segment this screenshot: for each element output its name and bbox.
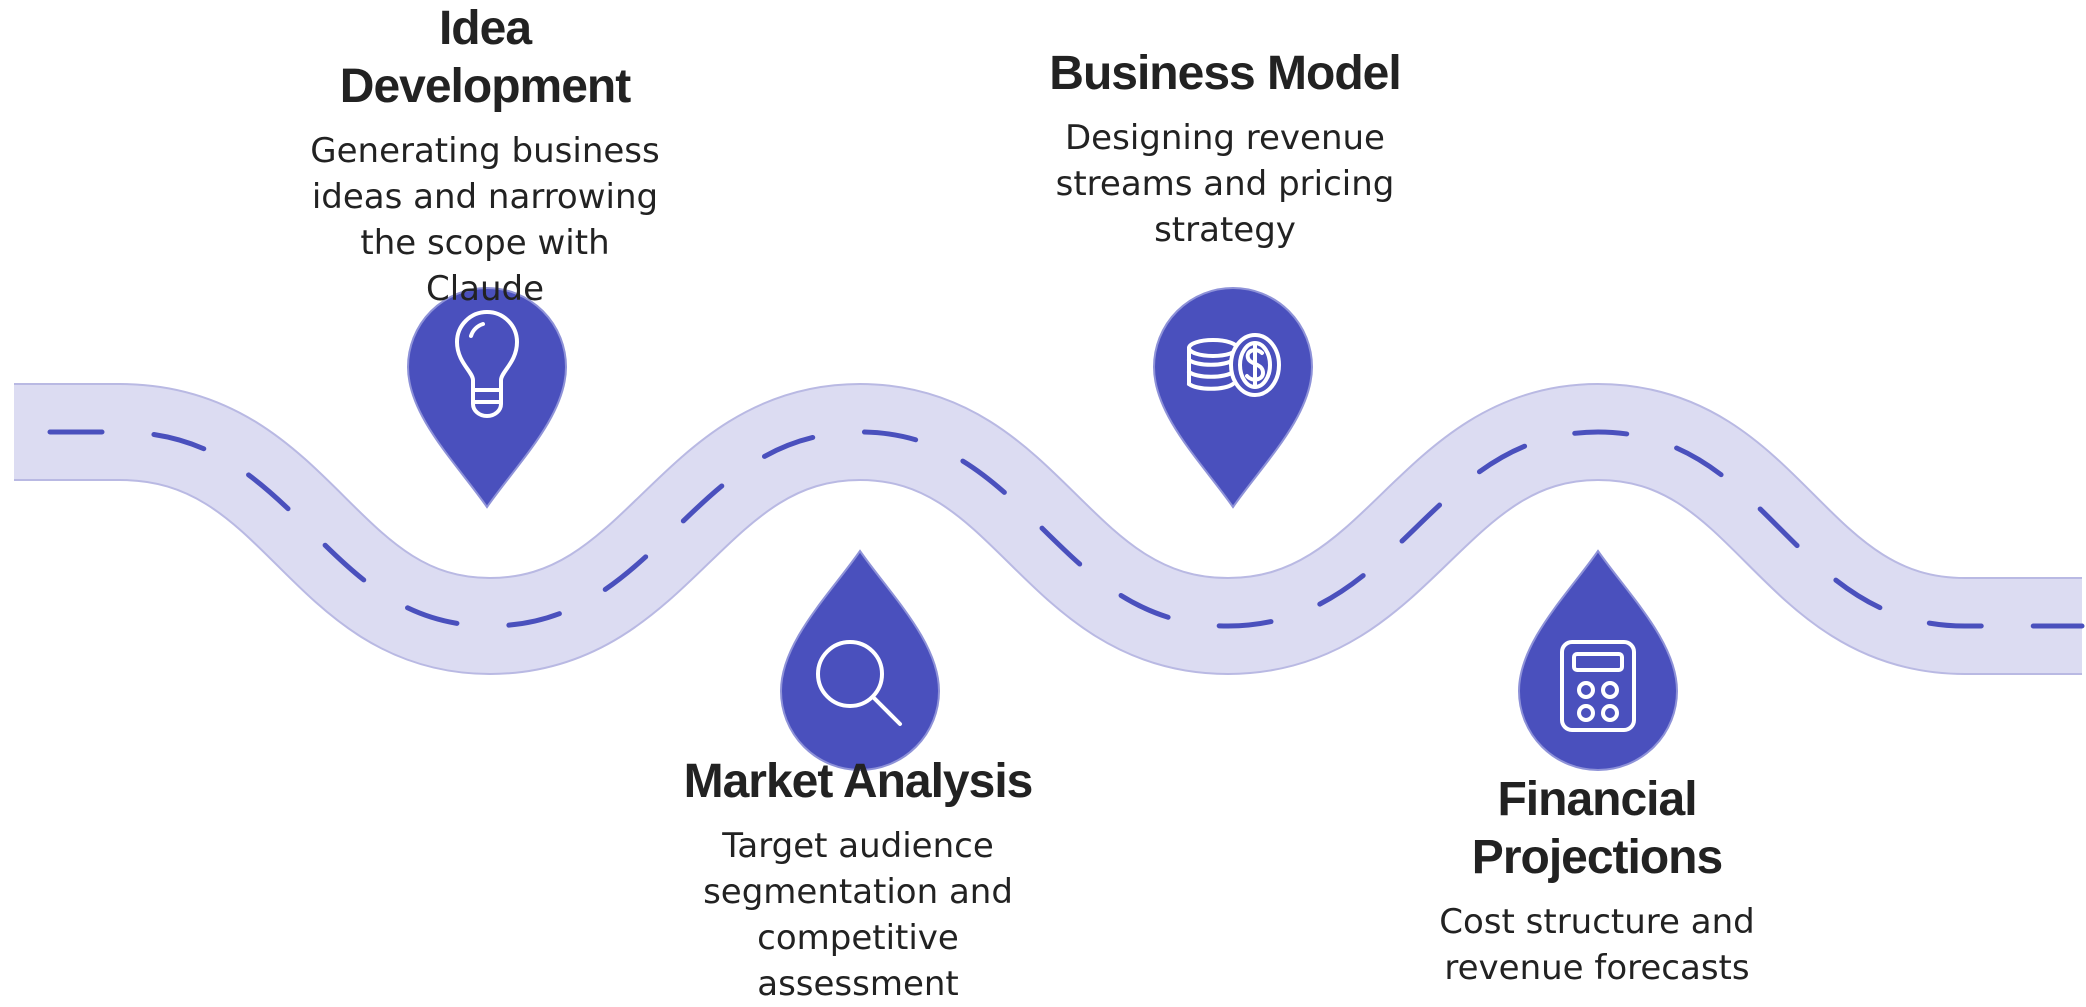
magnifier-icon <box>816 640 902 726</box>
road-surface <box>14 384 2082 674</box>
marker-pin <box>1152 287 1314 509</box>
calculator-icon <box>1560 640 1636 732</box>
lightbulb-icon <box>455 310 519 418</box>
step-title: Market Analysis <box>683 755 1034 808</box>
step-idea-development: Idea Development Generating business ide… <box>275 0 695 312</box>
coins-dollar-icon <box>1187 333 1281 397</box>
road-center-dashes <box>11 429 2085 629</box>
step-title: Idea Development <box>339 2 631 113</box>
step-description: Cost structure and revenue forecasts <box>1439 902 1755 988</box>
step-description: Generating business ideas and narrowing … <box>310 131 660 309</box>
step-description: Designing revenue streams and pricing st… <box>1055 118 1395 250</box>
marker-business-model <box>1152 287 1314 509</box>
step-business-model: Business Model Designing revenue streams… <box>1015 45 1435 253</box>
marker-pin <box>779 549 941 771</box>
step-financial-projections: Financial Projections Cost structure and… <box>1387 771 1807 991</box>
road <box>11 382 2085 676</box>
marker-financial-projections <box>1517 549 1679 771</box>
step-market-analysis: Market Analysis Target audience segmenta… <box>648 753 1068 1007</box>
marker-pin <box>406 287 568 509</box>
marker-idea-development <box>406 287 568 509</box>
step-title: Business Model <box>1049 47 1401 100</box>
marker-pin <box>1517 549 1679 771</box>
step-description: Target audience segmentation and competi… <box>703 826 1013 1004</box>
step-title: Financial Projections <box>1471 773 1723 884</box>
marker-market-analysis <box>779 549 941 771</box>
